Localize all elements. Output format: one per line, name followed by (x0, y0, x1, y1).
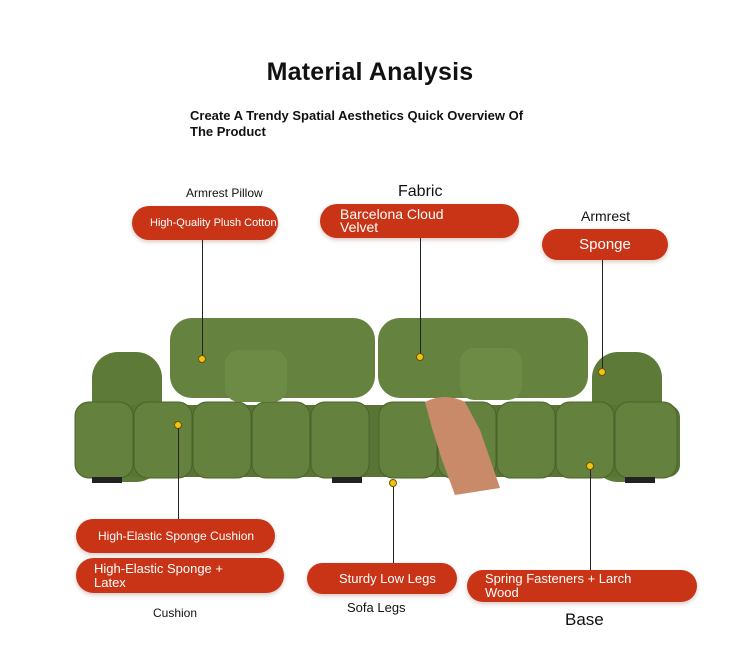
page-subtitle: Create A Trendy Spatial Aesthetics Quick… (190, 108, 524, 139)
sofa-leg (625, 477, 655, 483)
cushion-leader-line (178, 428, 179, 519)
sofa-legs-marker (389, 479, 397, 487)
cushion-value-2: High-Elastic Sponge + Latex (94, 560, 223, 590)
cushion-value-pill-1: High-Elastic Sponge Cushion (76, 519, 275, 553)
armrest-pillow-marker (198, 355, 206, 363)
cushion-value-pill-2: High-Elastic Sponge + Latex (76, 558, 284, 593)
cushion-value-1: High-Elastic Sponge Cushion (98, 529, 255, 543)
fabric-leader-line (420, 238, 421, 356)
base-leader-line (590, 470, 591, 570)
armrest-value: Sponge (579, 235, 631, 253)
fabric-marker (416, 353, 424, 361)
armrest-value-pill: Sponge (542, 229, 668, 260)
armrest-pillow-value-pill: High-Quality Plush Cotton (132, 206, 278, 240)
seat-cushions (74, 401, 678, 479)
throw-pillow-right (460, 348, 522, 400)
sofa-legs-leader-line (393, 487, 394, 563)
cushion-label: Cushion (153, 606, 198, 620)
base-value-pill: Spring Fasteners + Larch Wood (467, 570, 697, 602)
armrest-pillow-value: High-Quality Plush Cotton (150, 217, 277, 229)
armrest-leader-line (602, 260, 603, 370)
page-title: Material Analysis (266, 58, 474, 86)
sofa-legs-value: Sturdy Low Legs (339, 570, 436, 586)
throw-blanket (425, 397, 500, 495)
sofa-legs-value-pill: Sturdy Low Legs (307, 563, 457, 594)
fabric-value-pill: Barcelona Cloud Velvet (320, 204, 519, 238)
sofa-leg (92, 477, 122, 483)
sofa-leg (332, 477, 362, 483)
throw-pillow-left (225, 350, 287, 402)
armrest-pillow-leader-line (202, 240, 203, 359)
armrest-marker (598, 368, 606, 376)
armrest-label: Armrest (581, 208, 630, 224)
sofa-illustration (74, 318, 680, 495)
base-label: Base (565, 610, 604, 629)
base-value: Spring Fasteners + Larch Wood (485, 571, 632, 600)
fabric-value: Barcelona Cloud Velvet (340, 206, 444, 235)
armrest-pillow-label: Armrest Pillow (186, 186, 263, 200)
sofa-legs-label: Sofa Legs (347, 600, 406, 615)
fabric-label: Fabric (398, 183, 443, 200)
base-marker (586, 462, 594, 470)
